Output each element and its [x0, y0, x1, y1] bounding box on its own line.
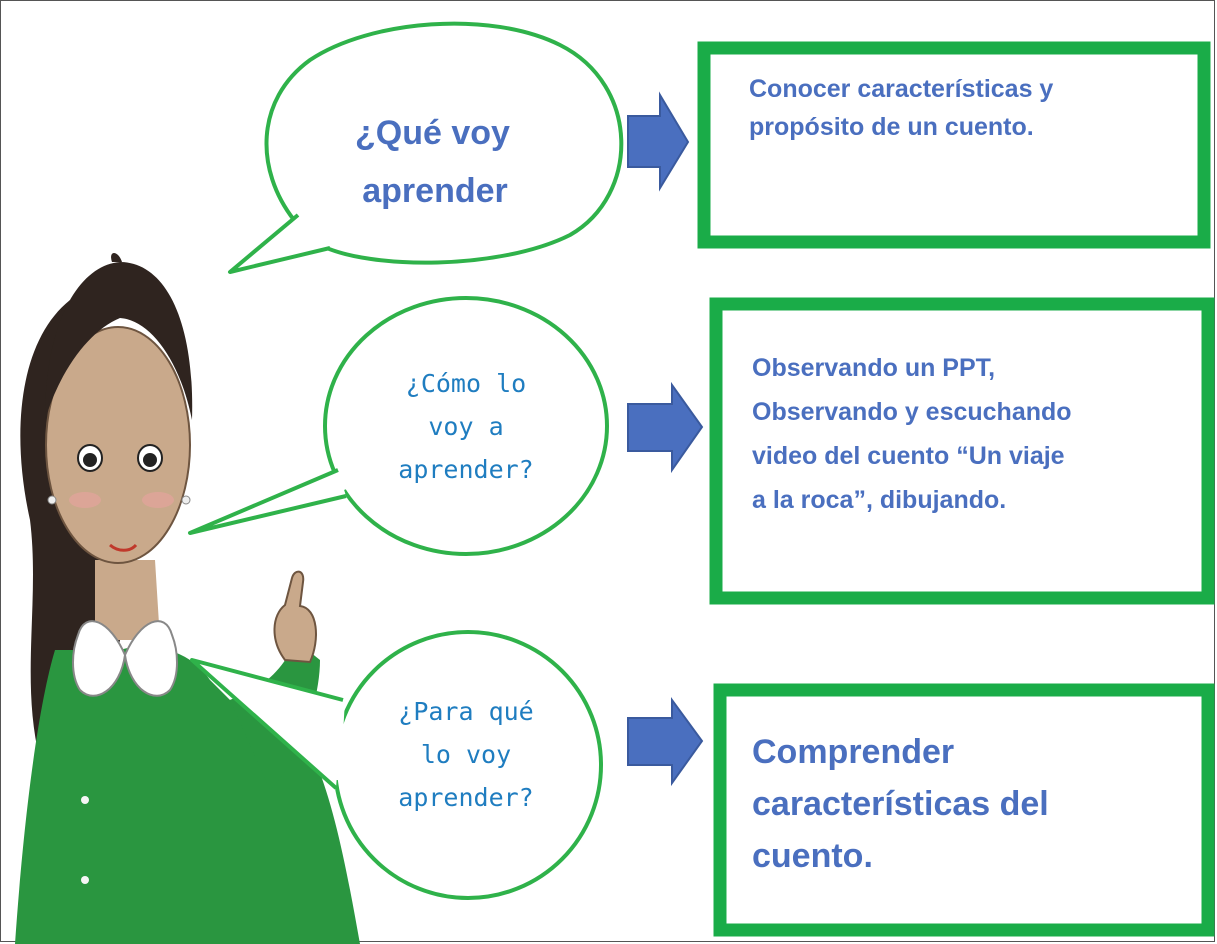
question-why-line1: ¿Para qué [398, 697, 534, 726]
answer-what-line1: Conocer características y [749, 75, 1054, 103]
answer-how-line4: a la roca”, dibujando. [752, 486, 1007, 514]
answer-box-2 [709, 297, 1215, 605]
answer-how-line1: Observando un PPT, [752, 354, 996, 382]
question-why: ¿Para qué lo voy aprender? [376, 690, 556, 819]
right-arrow-icon [627, 91, 690, 192]
question-what-line1: ¿Qué voy [355, 114, 510, 152]
answer-box-1 [697, 41, 1211, 249]
speech-bubble-1 [264, 21, 624, 265]
question-what: ¿Qué voy aprender [355, 104, 555, 220]
teacher-illustration [15, 253, 360, 944]
question-how-line2: voy a [428, 412, 504, 441]
question-why-line2: lo voy [420, 740, 512, 769]
answer-why: Comprender características del cuento. [752, 726, 1182, 882]
speech-bubble-2-tail [188, 468, 347, 535]
answer-what-line2: propósito de un cuento. [749, 113, 1034, 141]
answer-what: Conocer características y propósito de u… [749, 70, 1189, 146]
right-arrow-icon [627, 696, 704, 787]
question-how-line1: ¿Cómo lo [405, 369, 527, 398]
question-how: ¿Cómo lo voy a aprender? [376, 362, 556, 491]
answer-box-3 [713, 683, 1215, 937]
answer-why-line2: características del [752, 785, 1049, 823]
question-what-line2: aprender [362, 172, 508, 210]
speech-bubble-3-tail [190, 658, 344, 790]
speech-bubble-2 [323, 296, 609, 556]
answer-how-line3: video del cuento “Un viaje [752, 442, 1065, 470]
answer-how: Observando un PPT, Observando y escuchan… [752, 346, 1192, 522]
question-why-line3: aprender? [398, 783, 534, 812]
question-how-line3: aprender? [398, 455, 534, 484]
right-arrow-icon [627, 381, 704, 474]
answer-how-line2: Observando y escuchando [752, 398, 1072, 426]
answer-why-line3: cuento. [752, 837, 873, 875]
answer-why-line1: Comprender [752, 733, 955, 771]
